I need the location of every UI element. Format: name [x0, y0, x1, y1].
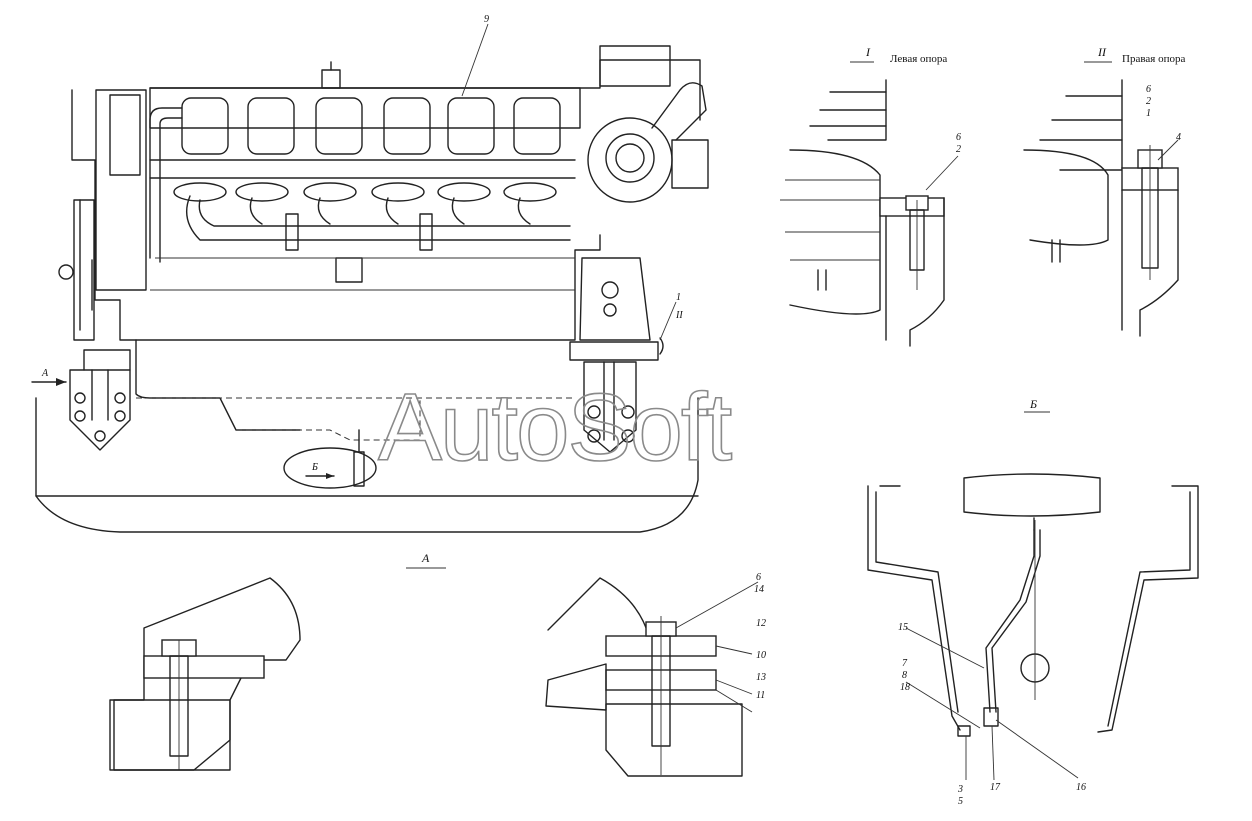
view-b-callout-15: 15 — [898, 622, 908, 633]
view-b-callout-7: 7 — [902, 658, 908, 669]
rear-support-bracket — [569, 257, 664, 453]
arrow-a-label: А — [41, 368, 49, 379]
left-support-title: Левая опора — [890, 53, 947, 65]
view-b-callout-3: 3 — [957, 784, 963, 795]
callout-1: 1 — [676, 292, 681, 303]
front-support-bracket — [69, 349, 131, 451]
right-support-callout-6: 6 — [1146, 84, 1151, 95]
right-support-numeral: II — [1097, 45, 1107, 59]
view-a-callout-11: 11 — [756, 690, 765, 701]
right-support-detail: II Правая опора 6 2 1 4 — [1023, 45, 1185, 337]
view-b-callout-16: 16 — [1076, 782, 1086, 793]
view-b-callout-17: 17 — [990, 782, 1001, 793]
view-b-callout-18: 18 — [900, 682, 910, 693]
view-a-callout-13: 13 — [756, 672, 766, 683]
view-a-sections: А 6 14 12 10 13 11 — [109, 551, 766, 777]
view-b-callout-5: 5 — [958, 796, 963, 807]
engine-side-view: 9 1 II А Б — [31, 14, 709, 533]
valve-covers — [181, 97, 561, 155]
view-b-callout-8: 8 — [902, 670, 907, 681]
view-a-callout-14: 14 — [754, 584, 764, 595]
callout-II: II — [675, 310, 683, 321]
left-support-callout-6: 6 — [956, 132, 961, 143]
view-b-label: Б — [1029, 397, 1037, 411]
left-support-callout-2: 2 — [956, 144, 961, 155]
view-a-callout-12: 12 — [756, 618, 766, 629]
right-support-title: Правая опора — [1122, 53, 1185, 65]
right-support-callout-2: 2 — [1146, 96, 1151, 107]
arrow-b-label: Б — [311, 462, 318, 473]
watermark: AutoSoft — [378, 374, 732, 481]
view-a-callout-10: 10 — [756, 650, 766, 661]
callout-9: 9 — [484, 14, 489, 25]
turbocharger — [587, 45, 709, 203]
view-b-drain-detail: Б 15 7 8 18 3 5 17 16 — [867, 397, 1199, 807]
view-a-label: А — [421, 551, 430, 565]
left-support-detail: I Левая опора 6 2 — [780, 45, 961, 347]
left-support-numeral: I — [865, 45, 871, 59]
right-support-callout-1: 1 — [1146, 108, 1151, 119]
view-a-callout-6: 6 — [756, 572, 761, 583]
exhaust-manifold — [173, 182, 571, 251]
right-support-callout-4: 4 — [1176, 132, 1181, 143]
